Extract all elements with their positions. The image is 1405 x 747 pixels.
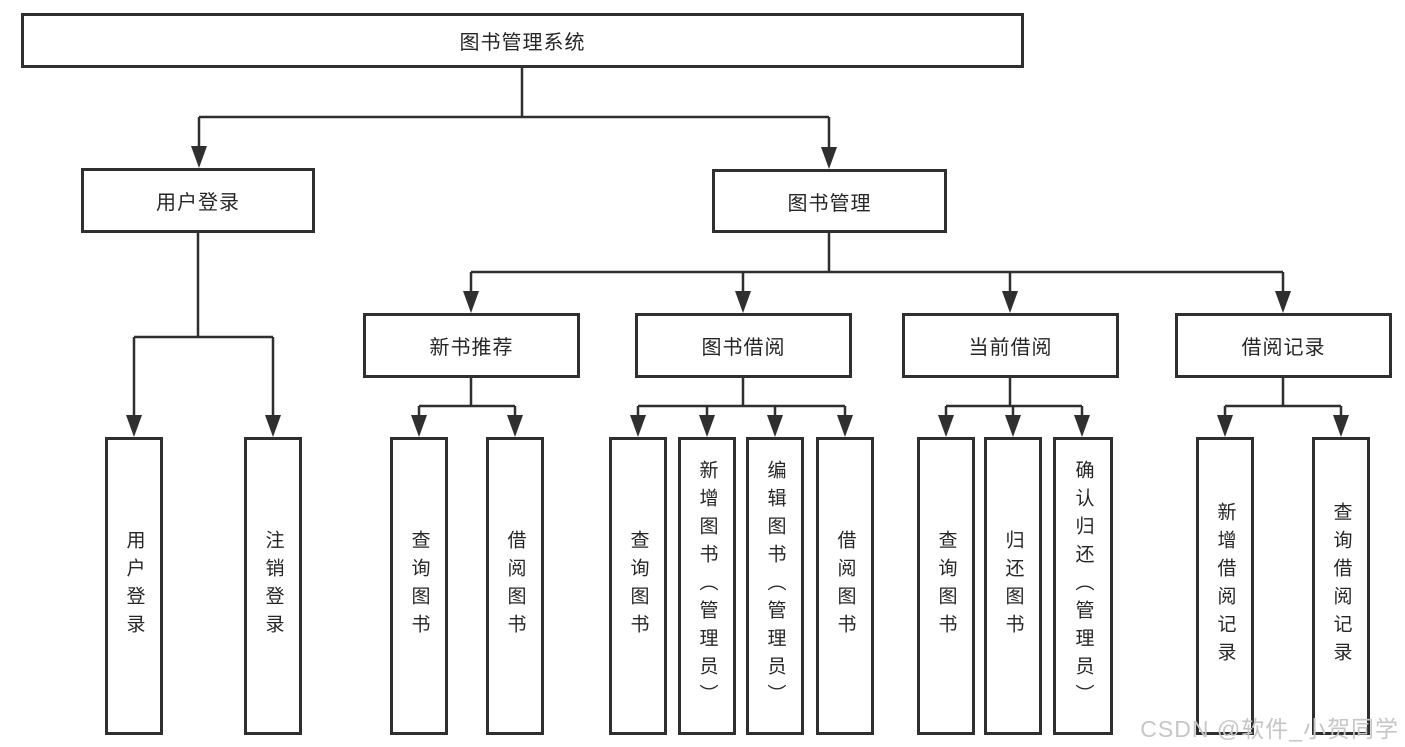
node-query-books-current: 查询图书	[917, 437, 975, 735]
node-label: 用户登录	[156, 192, 240, 214]
node-label: 注销登录	[262, 530, 284, 642]
node-label: 查询借阅记录	[1330, 502, 1352, 670]
node-edit-books-admin: 编辑图书（管理员）	[746, 437, 804, 735]
node-query-books-borrowing: 查询图书	[609, 437, 667, 735]
node-add-borrowing-record: 新增借阅记录	[1196, 437, 1254, 735]
node-label: 借阅记录	[1241, 337, 1326, 359]
node-label: 新增图书（管理员）	[696, 460, 718, 712]
node-label: 确认归还（管理员）	[1072, 460, 1094, 712]
node-label: 查询图书	[627, 530, 649, 642]
node-label: 编辑图书（管理员）	[764, 460, 786, 712]
node-user-login: 用户登录	[81, 168, 315, 233]
node-borrow-books-recommend: 借阅图书	[486, 437, 544, 735]
node-current-borrowing: 当前借阅	[902, 313, 1119, 378]
node-return-books: 归还图书	[984, 437, 1042, 735]
node-user-login-action: 用户登录	[105, 437, 163, 735]
node-new-book-recommend: 新书推荐	[363, 313, 580, 378]
node-borrow-books-action: 借阅图书	[816, 437, 874, 735]
node-confirm-return-admin: 确认归还（管理员）	[1053, 437, 1113, 735]
node-label: 图书管理系统	[459, 32, 586, 54]
node-label: 借阅图书	[834, 530, 856, 642]
node-label: 查询图书	[408, 530, 430, 642]
node-query-books-recommend: 查询图书	[390, 437, 448, 735]
node-add-books-admin: 新增图书（管理员）	[678, 437, 736, 735]
node-query-borrowing-record: 查询借阅记录	[1312, 437, 1370, 735]
csdn-watermark: CSDN @软件_小贺同学	[1140, 716, 1399, 742]
node-label: 图书管理	[787, 192, 872, 215]
arrowheads	[126, 146, 1349, 437]
node-label: 新增借阅记录	[1214, 502, 1236, 670]
node-label: 图书借阅	[701, 337, 786, 359]
node-label: 当前借阅	[968, 337, 1053, 359]
node-book-management: 图书管理	[712, 169, 947, 233]
node-label: 归还图书	[1002, 530, 1024, 642]
node-label: 借阅图书	[504, 530, 526, 642]
node-label: 查询图书	[935, 530, 957, 642]
node-library-management-system: 图书管理系统	[21, 13, 1024, 68]
node-book-borrowing: 图书借阅	[635, 313, 852, 378]
node-label: 用户登录	[123, 530, 145, 642]
node-logout-action: 注销登录	[244, 437, 302, 735]
node-label: 新书推荐	[429, 337, 514, 359]
node-borrowing-records: 借阅记录	[1175, 313, 1392, 378]
